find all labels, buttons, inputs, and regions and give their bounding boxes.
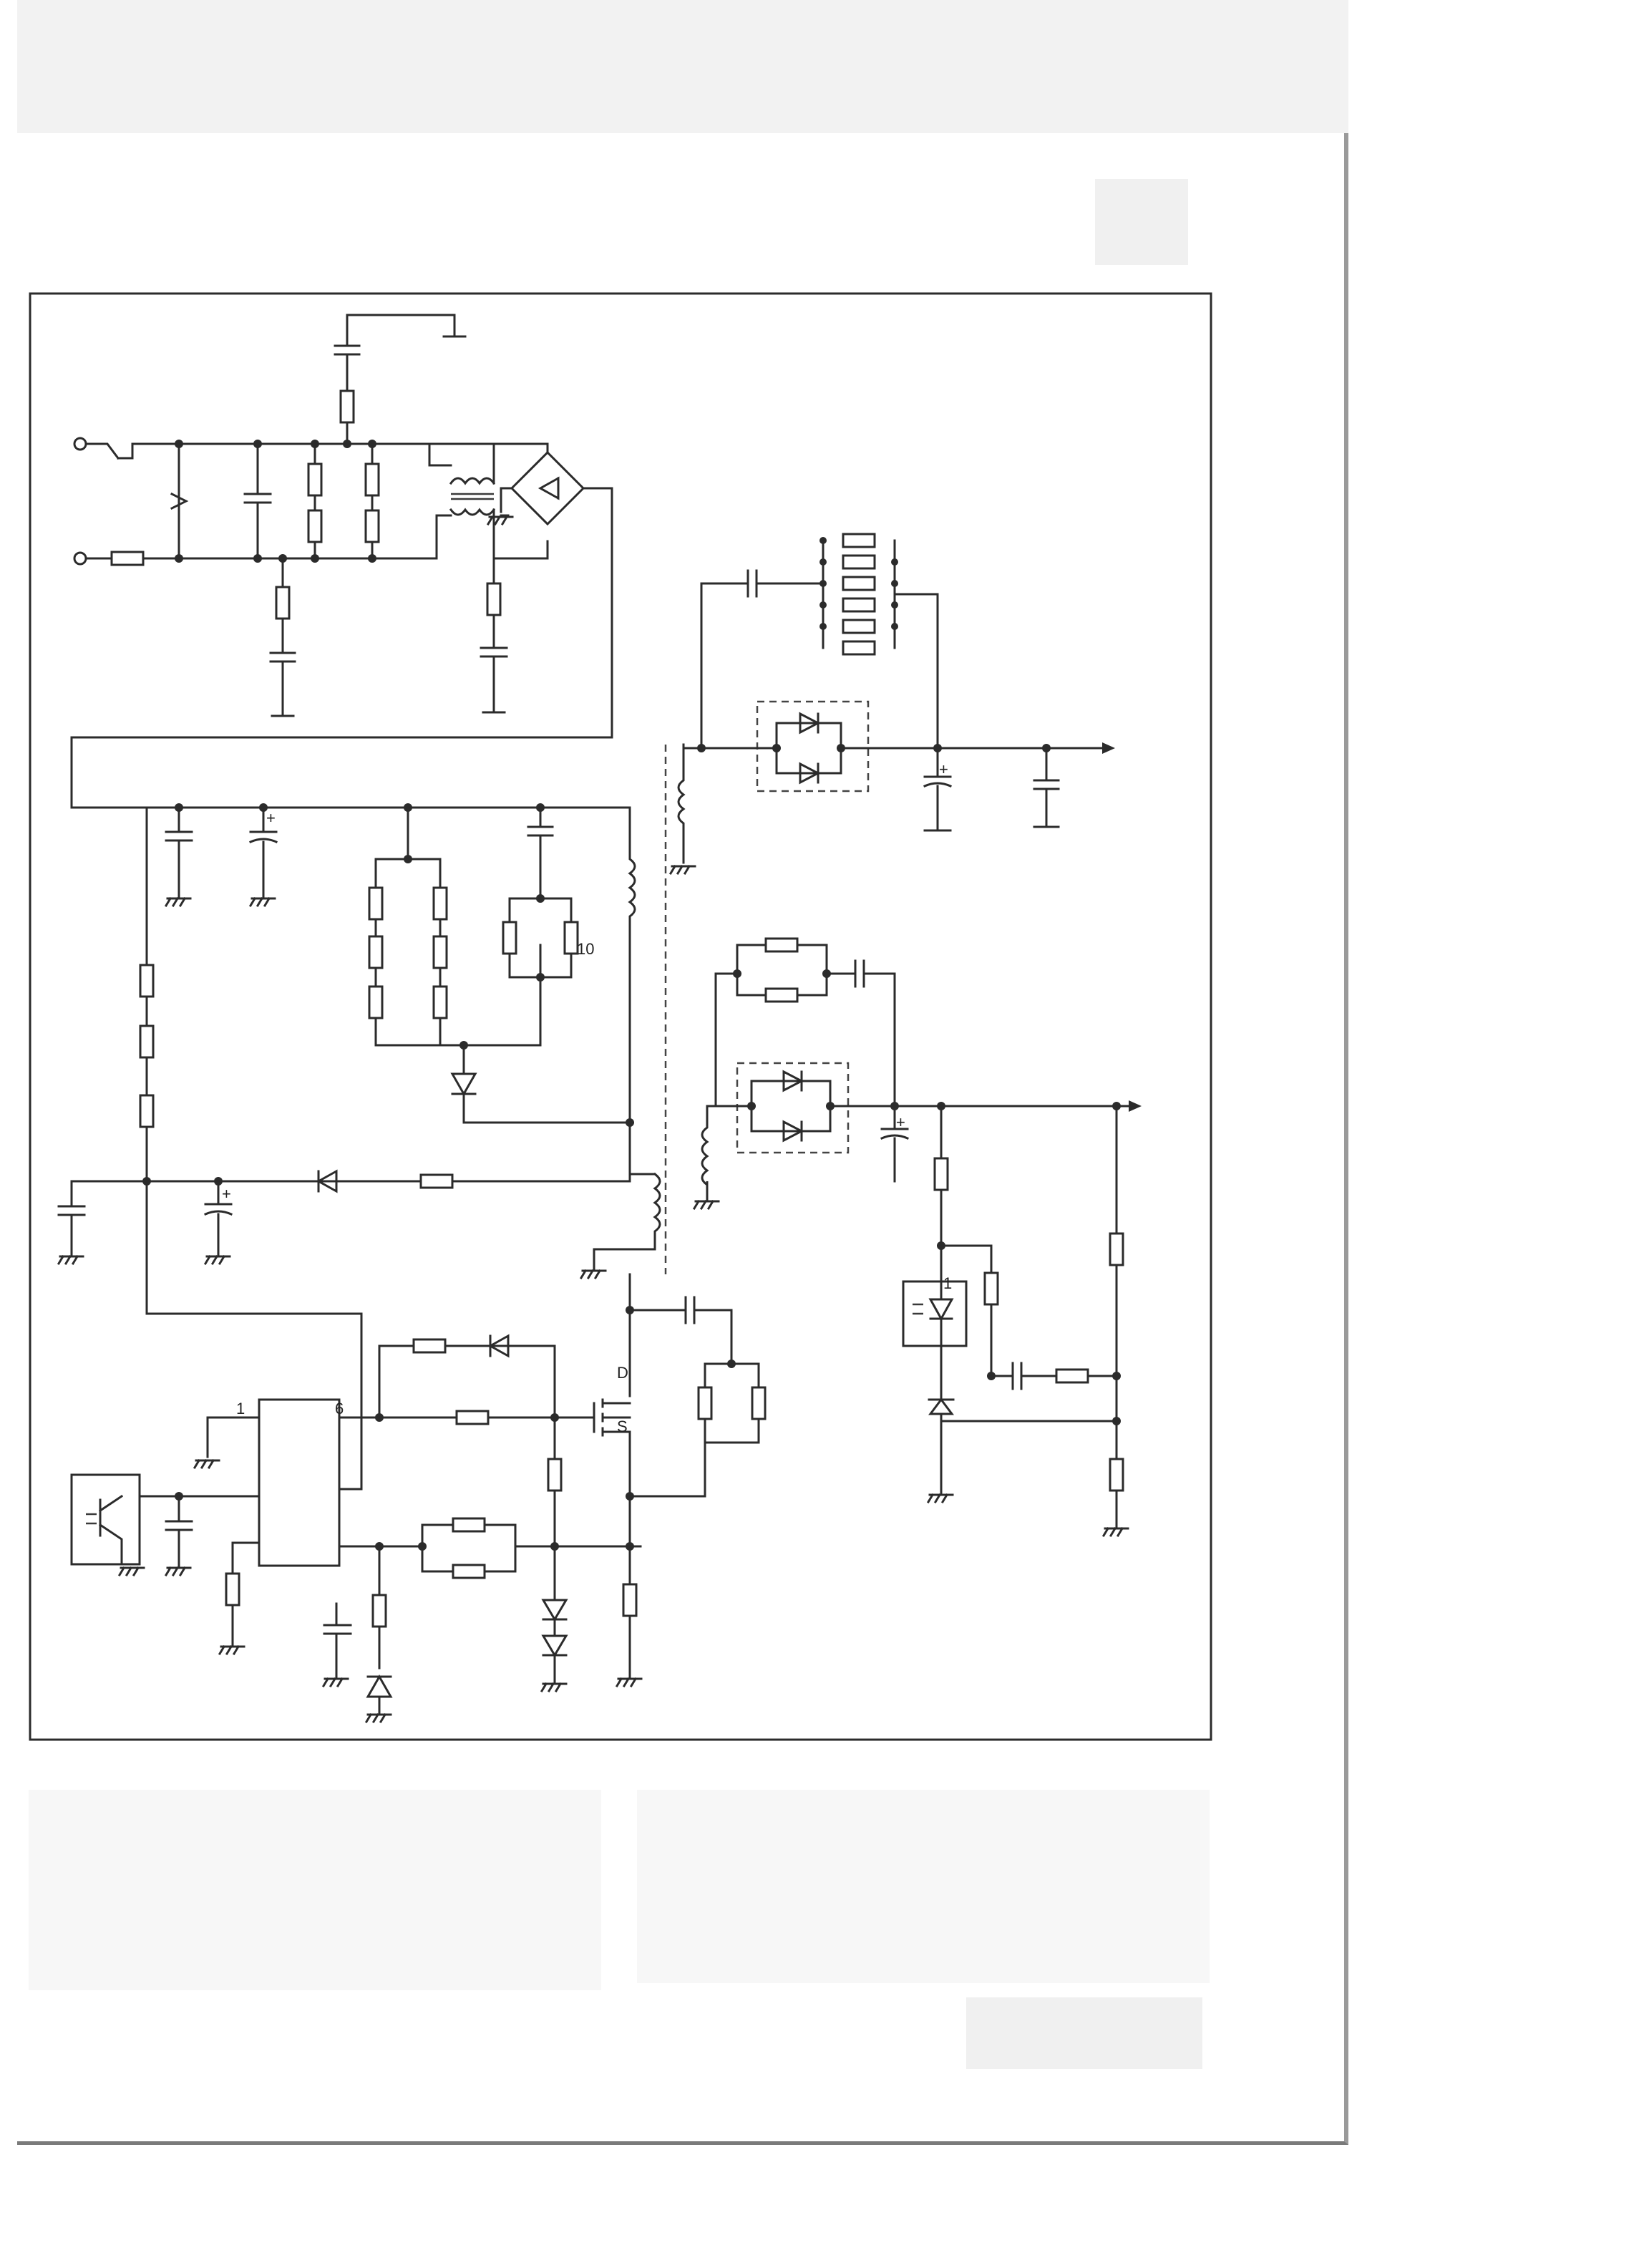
schematic-frame: [29, 292, 1212, 1741]
varistor: [170, 492, 189, 510]
pwm-ic: [258, 1398, 341, 1567]
transformer-primary: [628, 806, 636, 1176]
secondary-output-2-feedback: + 1: [693, 937, 1142, 1537]
ac-input-filter: [70, 314, 613, 809]
dual-diode-package-1: [756, 700, 870, 793]
input-resistor: [110, 551, 145, 566]
scan-artifact: [966, 1997, 1202, 2069]
scan-artifact: [29, 1790, 601, 1990]
aux-diode: [316, 1169, 338, 1193]
aux-resistor: [419, 1173, 454, 1189]
mosfet-switch: D S: [593, 1273, 767, 1687]
ic-pin-1-label: 1: [236, 1400, 245, 1418]
secondary-winding-1: [677, 743, 686, 864]
bridge-rectifier: [510, 450, 585, 526]
secondary-winding-2: [701, 1105, 709, 1201]
optocoupler-pin-1-label: 1: [943, 1274, 952, 1292]
svg-text:+: +: [896, 1113, 905, 1131]
pwm-controller: 1 6: [70, 1334, 642, 1723]
aux-winding: [593, 1172, 661, 1272]
dual-diode-package-2: [736, 1062, 850, 1154]
snubber-diode: [450, 1072, 477, 1097]
mosfet-drain-label: D: [617, 1364, 628, 1382]
optocoupler: [70, 1473, 141, 1566]
startup-aux-supply: +: [57, 806, 661, 1491]
ac-input-terminal-n: [73, 551, 87, 566]
secondary-output-1: +: [669, 533, 1115, 875]
scan-artifact: [1095, 179, 1188, 265]
svg-text:+: +: [266, 809, 276, 827]
mosfet-source-label: S: [617, 1418, 628, 1435]
ic-pin-6-label: 6: [335, 1400, 344, 1418]
scan-artifact: [637, 1790, 1210, 1983]
resistor-10-label: 10: [577, 940, 594, 958]
ac-input-terminal-l: [73, 437, 87, 451]
common-mode-choke: [449, 477, 496, 485]
primary-bus-snubber: + 10: [70, 803, 636, 1176]
sense-resistor: [622, 1583, 638, 1617]
scan-top-shadow: [17, 0, 1348, 136]
svg-text:+: +: [222, 1185, 231, 1203]
tl431-shunt-regulator: [928, 1355, 955, 1494]
svg-text:+: +: [939, 760, 948, 778]
mosfet-symbol: [593, 1398, 631, 1437]
gate-diode: [487, 1334, 510, 1358]
fuse-switch: [84, 442, 502, 460]
